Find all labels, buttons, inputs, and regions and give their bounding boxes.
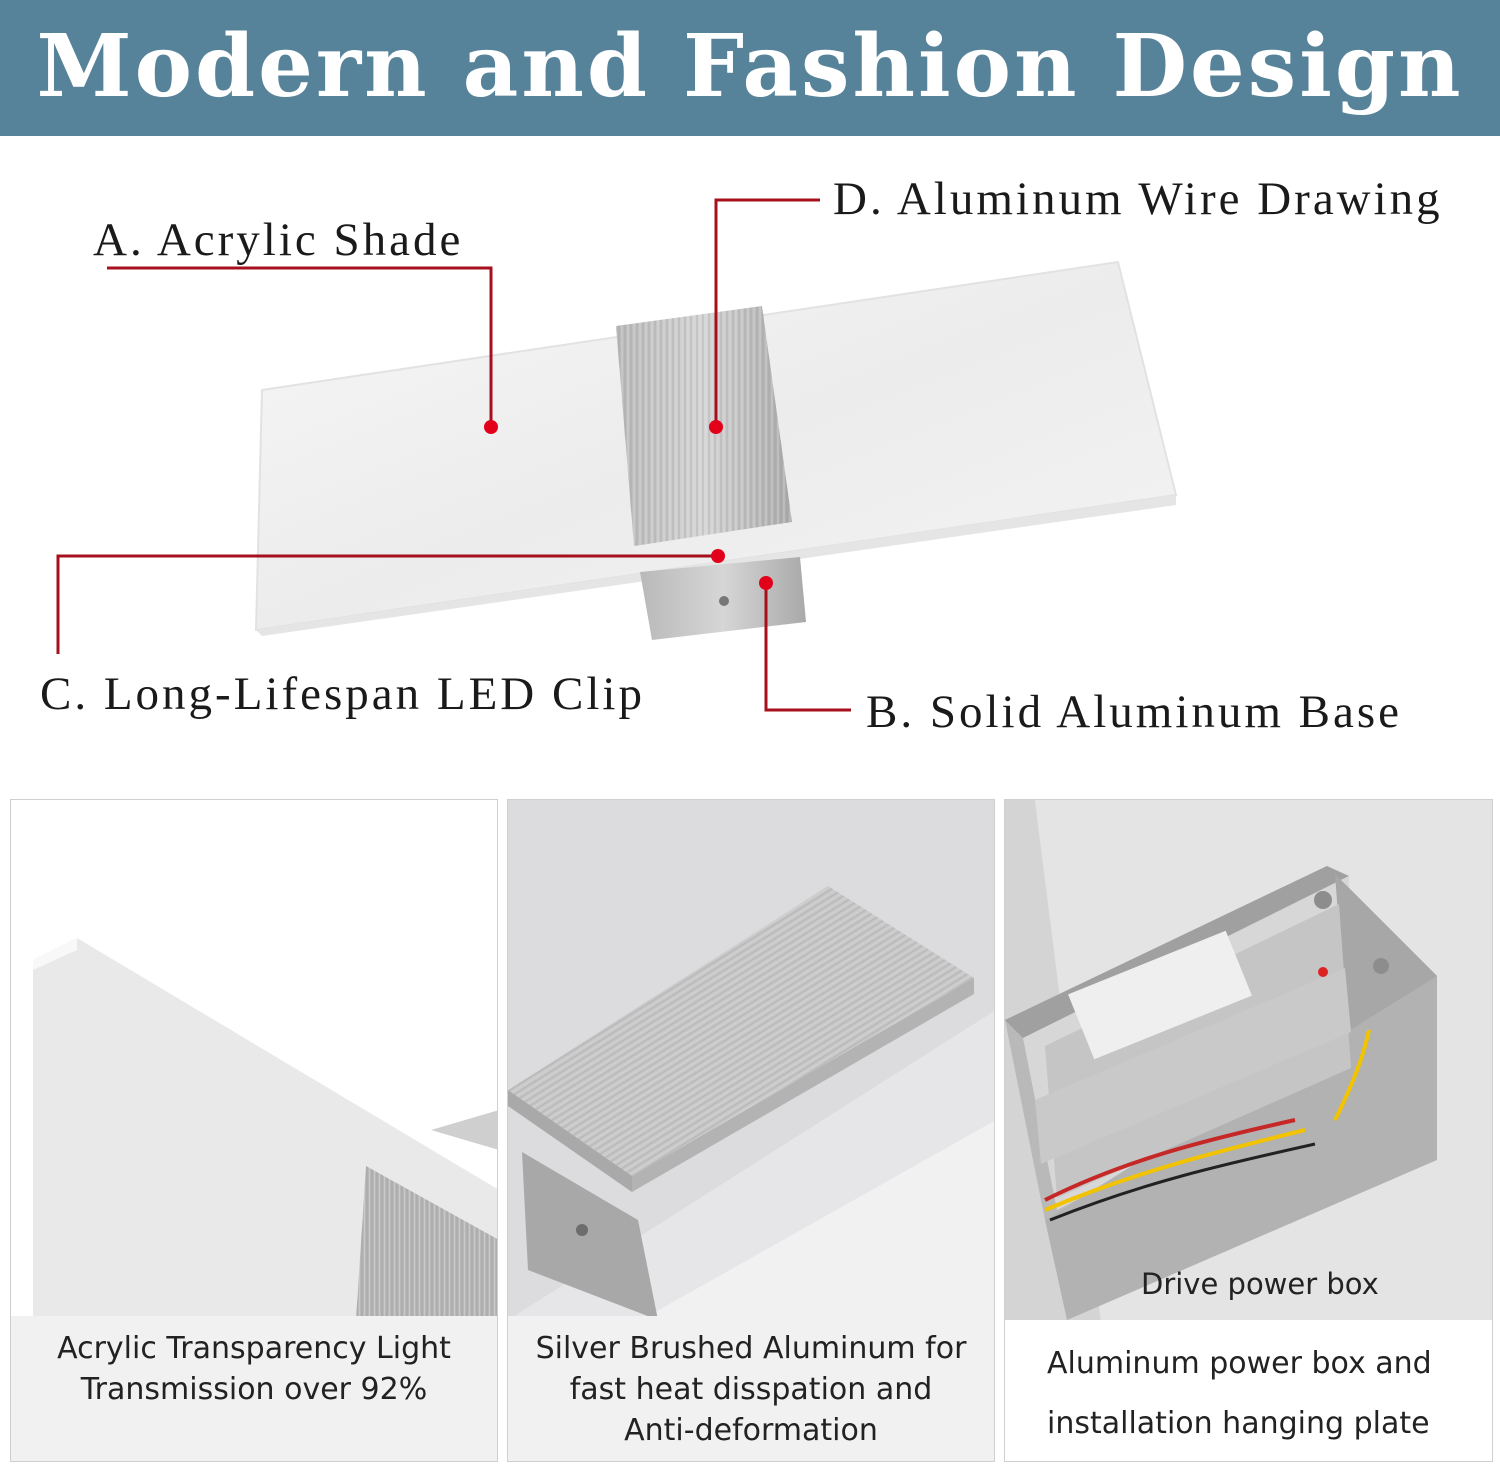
caption-line: Aluminum power box and bbox=[1047, 1346, 1432, 1381]
panel-caption: Acrylic Transparency Light Transmission … bbox=[11, 1316, 497, 1461]
panel-acrylic: Acrylic Transparency Light Transmission … bbox=[10, 799, 498, 1462]
caption-line: installation hanging plate bbox=[1047, 1406, 1430, 1441]
panel-power-box: Drive power box Aluminum power box and i… bbox=[1004, 799, 1493, 1462]
callout-acrylic-shade: A. Acrylic Shade bbox=[93, 214, 464, 266]
callout-aluminum-wire-drawing: D. Aluminum Wire Drawing bbox=[833, 173, 1443, 225]
page-title: Modern and Fashion Design bbox=[36, 16, 1464, 117]
power-box-image bbox=[1005, 800, 1492, 1322]
panel-caption: Silver Brushed Aluminum for fast heat di… bbox=[508, 1316, 994, 1461]
caption-line: Silver Brushed Aluminum for bbox=[535, 1331, 967, 1366]
caption-line: Transmission over 92% bbox=[80, 1372, 428, 1407]
caption-line: fast heat disspation and bbox=[569, 1372, 933, 1407]
acrylic-closeup-image bbox=[11, 800, 497, 1320]
header-banner: Modern and Fashion Design bbox=[0, 0, 1500, 136]
drive-power-box-label: Drive power box bbox=[1141, 1267, 1379, 1301]
panel-brushed-aluminum: Silver Brushed Aluminum for fast heat di… bbox=[507, 799, 995, 1462]
aluminum-closeup-image bbox=[508, 800, 994, 1320]
callout-aluminum-base: B. Solid Aluminum Base bbox=[866, 686, 1403, 738]
caption-line: Acrylic Transparency Light bbox=[57, 1331, 451, 1366]
panel-caption: Aluminum power box and installation hang… bbox=[1005, 1320, 1492, 1461]
lamp-diagram bbox=[56, 198, 1178, 712]
caption-line: Anti-deformation bbox=[624, 1413, 878, 1448]
callout-led-clip: C. Long-Lifespan LED Clip bbox=[40, 668, 645, 720]
